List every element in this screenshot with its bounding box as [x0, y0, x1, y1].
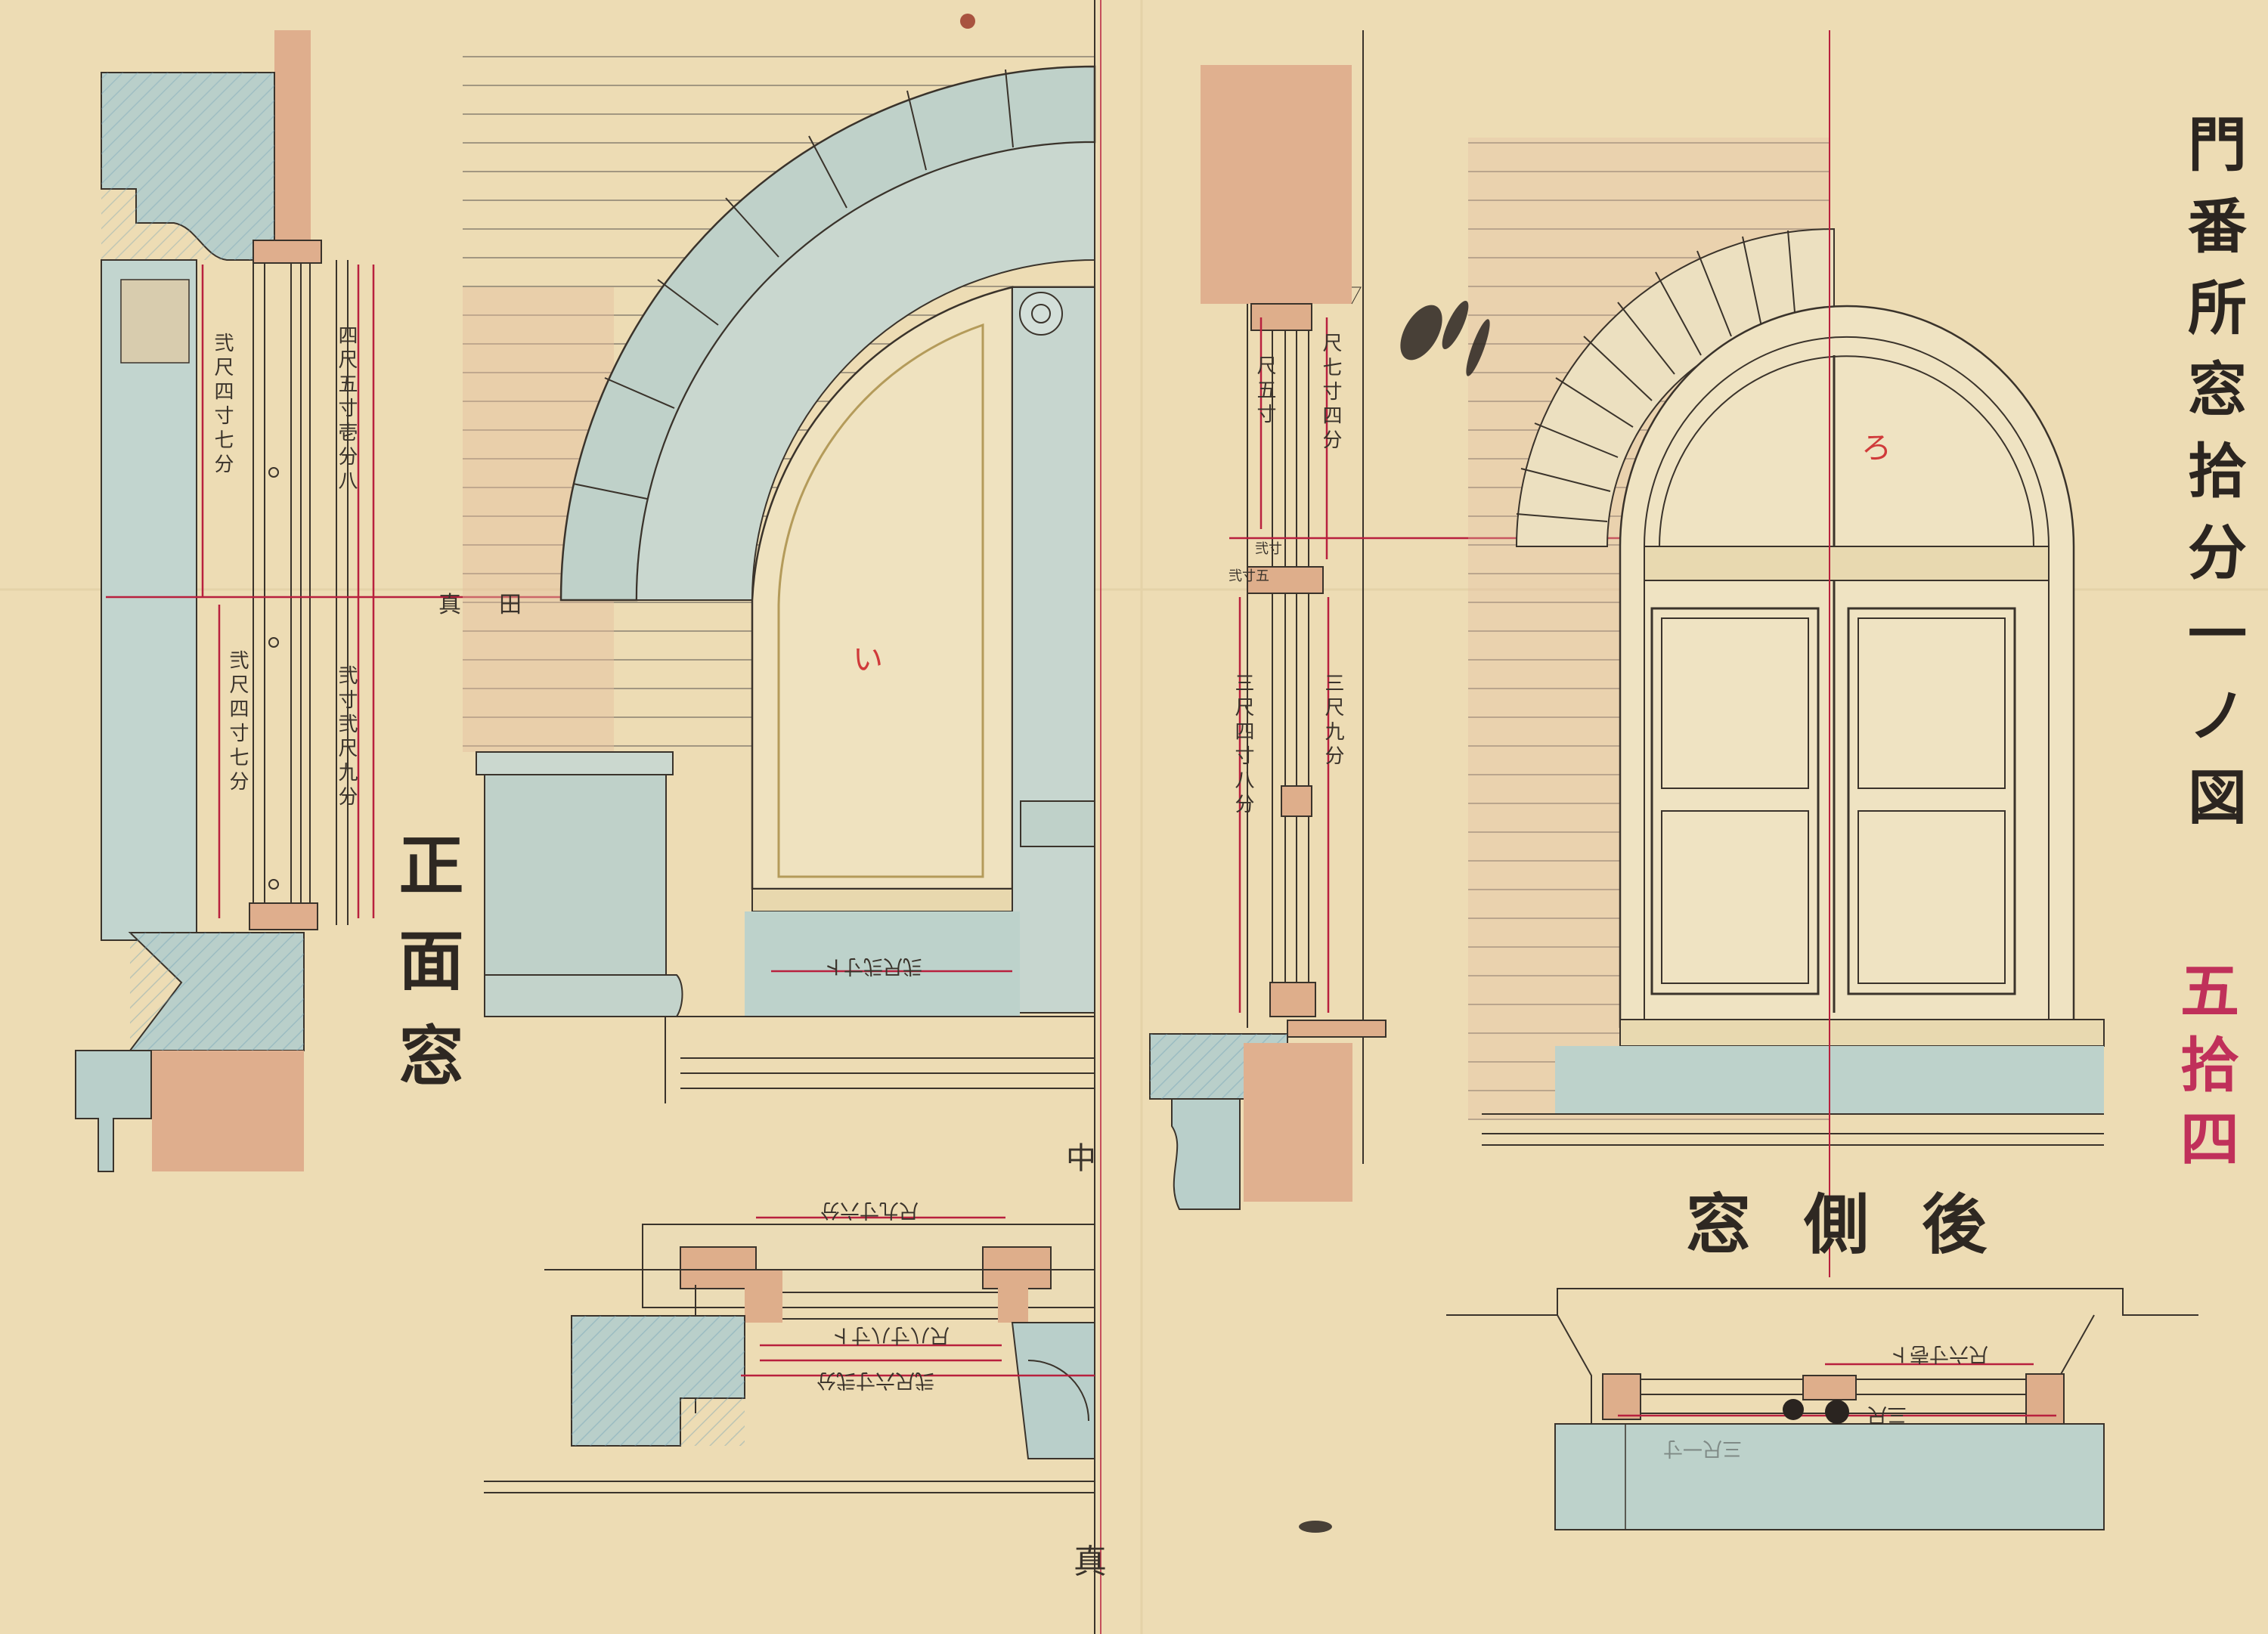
- dim-rear-upper-left: 尺五寸: [1253, 355, 1276, 428]
- axis-mark-left: 真: [438, 592, 461, 618]
- dim-section-upper-left: 弐尺四寸七分: [211, 333, 234, 478]
- front-window-section: [75, 30, 1095, 1172]
- dim-plan-overall: 尺九寸六分: [820, 1199, 919, 1221]
- sheet-title: 門番所窓拾分一ノ図: [2178, 113, 2247, 848]
- front-window-plan: [484, 1216, 1095, 1493]
- dim-rear-lower-left: 三尺四寸八分: [1232, 673, 1254, 818]
- sheet-number: 五拾四: [2170, 960, 2239, 1182]
- dim-rear-small-1: 弐寸: [1255, 541, 1282, 557]
- dim-rear-upper-right: 尺七寸四分: [1319, 333, 1342, 453]
- dim-rear-plan-sash: 尺六寸壱ト: [1890, 1342, 1989, 1365]
- dim-rear-small-2: 弐寸五: [1228, 568, 1269, 584]
- dim-section-lower-right: 弐寸弐尺九分: [335, 665, 358, 810]
- dim-rear-lower-right: 三尺九分: [1321, 673, 1344, 769]
- front-window-label: 正面窓: [387, 831, 463, 1117]
- dim-rear-plan-lower: 三尺一寸: [1663, 1437, 1743, 1459]
- ink-smudge: [960, 14, 1490, 1533]
- rear-window-elevation: [960, 14, 2105, 1533]
- rear-window-label: 後側窓: [1686, 1187, 2040, 1263]
- dim-sill-width: 弐尺弐寸ト: [824, 955, 923, 977]
- front-window-marker: い: [853, 642, 883, 677]
- front-window-elevation: [463, 0, 1101, 1634]
- dim-plan-inner: 尺八寸八寸ト: [832, 1323, 950, 1346]
- axis-mark-bottom: 真: [1074, 1543, 1107, 1581]
- dim-plan-opening: 弐尺六寸弐分: [816, 1369, 935, 1391]
- dim-rear-plan-overall: 三尺: [1867, 1403, 1907, 1425]
- axis-mark-left2: 田: [499, 592, 522, 618]
- rear-window-plan: [1446, 1288, 2198, 1530]
- dim-section-lower-left: 弐尺四寸七分: [226, 650, 249, 795]
- center-mark: 中: [1066, 1141, 1096, 1176]
- dim-section-upper-right: 四尺五寸壱分八: [335, 325, 358, 494]
- rear-window-section: [1149, 30, 1830, 1210]
- rear-window-marker: ろ: [1861, 431, 1892, 466]
